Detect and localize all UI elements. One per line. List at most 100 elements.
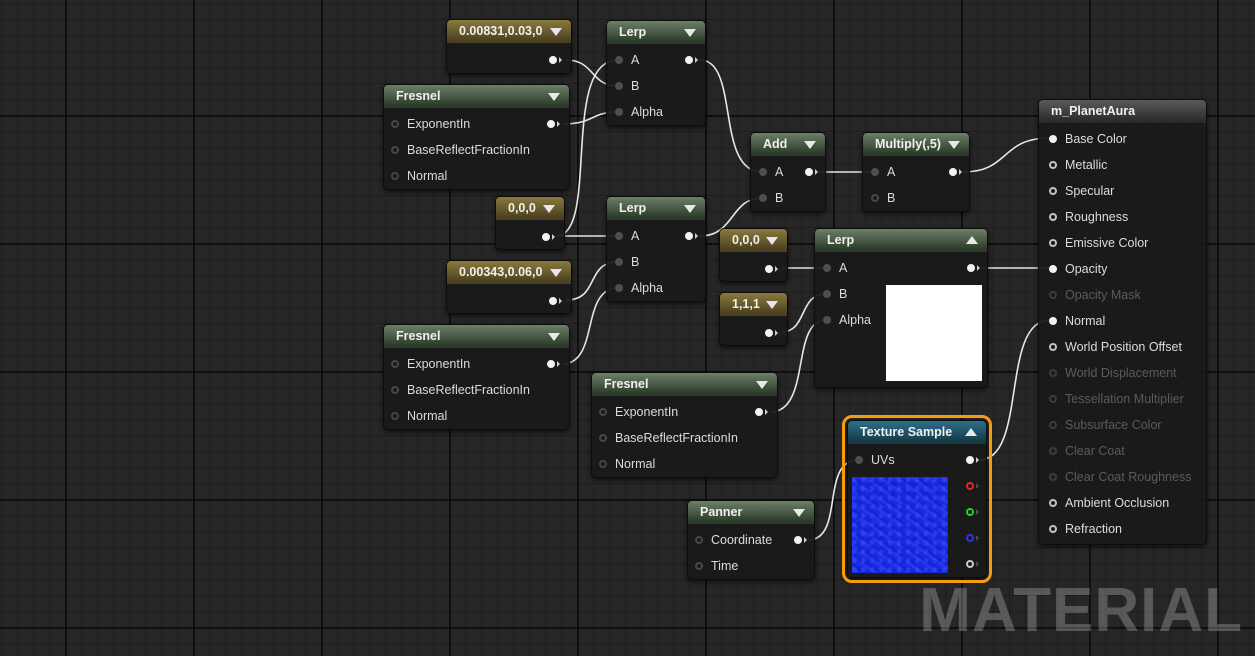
input-pin[interactable] <box>759 193 767 202</box>
collapse-arrow-icon[interactable] <box>766 301 778 309</box>
add-node[interactable]: Add A B <box>750 132 826 212</box>
input-pin[interactable] <box>615 257 623 266</box>
input-pin[interactable] <box>1049 264 1057 273</box>
input-b[interactable]: B <box>615 78 639 94</box>
input-basereflectfractionin[interactable]: BaseReflectFractionIn <box>599 430 738 446</box>
collapse-arrow-icon[interactable] <box>550 28 562 36</box>
input-b[interactable]: B <box>615 254 639 270</box>
material-input-normal[interactable]: Normal <box>1049 313 1105 329</box>
output-pin[interactable] <box>549 52 562 68</box>
output-pin[interactable] <box>794 532 807 548</box>
material-input-refraction[interactable]: Refraction <box>1049 521 1122 537</box>
output-pin[interactable] <box>949 164 962 180</box>
material-input-ambient-occlusion[interactable]: Ambient Occlusion <box>1049 495 1169 511</box>
fresnel-node[interactable]: Fresnel ExponentIn BaseReflectFractionIn… <box>383 324 570 430</box>
input-pin[interactable] <box>391 385 399 394</box>
material-input-roughness[interactable]: Roughness <box>1049 209 1128 225</box>
fresnel-node[interactable]: Fresnel ExponentIn BaseReflectFractionIn… <box>591 372 778 478</box>
output-pin-a[interactable] <box>966 556 979 572</box>
constant-node-0-0-0[interactable]: 0,0,0 <box>719 228 788 282</box>
node-title[interactable]: Fresnel <box>384 85 569 108</box>
node-title[interactable]: Lerp <box>607 197 705 220</box>
node-title[interactable]: Add <box>751 133 825 156</box>
output-pin[interactable] <box>967 260 980 276</box>
texture-sample-node[interactable]: Texture Sample UVs <box>842 415 992 583</box>
material-input-base-color[interactable]: Base Color <box>1049 131 1127 147</box>
constant-node-1-1-1[interactable]: 1,1,1 <box>719 292 788 346</box>
input-b[interactable]: B <box>759 190 783 206</box>
input-pin[interactable] <box>695 535 703 544</box>
input-pin[interactable] <box>1049 134 1057 143</box>
input-pin[interactable] <box>615 231 623 240</box>
node-title[interactable]: Texture Sample <box>848 421 986 444</box>
material-result-node[interactable]: m_PlanetAura Base Color Metallic Specula… <box>1038 99 1207 545</box>
collapse-arrow-icon[interactable] <box>793 509 805 517</box>
input-a[interactable]: A <box>615 52 639 68</box>
collapse-arrow-icon[interactable] <box>684 205 696 213</box>
node-title[interactable]: Fresnel <box>592 373 777 396</box>
output-pin-r[interactable] <box>966 478 979 494</box>
input-exponentin[interactable]: ExponentIn <box>599 404 678 420</box>
constant-node-0-0-0[interactable]: 0,0,0 <box>495 196 565 250</box>
collapse-arrow-icon[interactable] <box>966 236 978 244</box>
input-pin[interactable] <box>615 55 623 64</box>
input-pin[interactable] <box>855 455 863 464</box>
collapse-arrow-icon[interactable] <box>548 333 560 341</box>
input-normal[interactable]: Normal <box>391 408 447 424</box>
input-a[interactable]: A <box>759 164 783 180</box>
material-input-specular[interactable]: Specular <box>1049 183 1114 199</box>
input-b[interactable]: B <box>871 190 895 206</box>
input-a[interactable]: A <box>823 260 847 276</box>
input-pin[interactable] <box>391 145 399 154</box>
input-pin[interactable] <box>823 289 831 298</box>
input-pin[interactable] <box>1049 316 1057 325</box>
node-title[interactable]: 0.00343,0.06,0 <box>447 261 571 284</box>
output-pin-g[interactable] <box>966 504 979 520</box>
material-input-world-position-offset[interactable]: World Position Offset <box>1049 339 1182 355</box>
output-pin-b[interactable] <box>966 530 979 546</box>
output-pin[interactable] <box>765 261 778 277</box>
node-title[interactable]: Lerp <box>815 229 987 252</box>
material-input-metallic[interactable]: Metallic <box>1049 157 1107 173</box>
node-title[interactable]: Fresnel <box>384 325 569 348</box>
input-pin[interactable] <box>1049 186 1057 195</box>
output-pin[interactable] <box>765 325 778 341</box>
input-normal[interactable]: Normal <box>599 456 655 472</box>
output-pin[interactable] <box>805 164 818 180</box>
input-pin[interactable] <box>615 81 623 90</box>
input-a[interactable]: A <box>871 164 895 180</box>
input-pin[interactable] <box>1049 238 1057 247</box>
input-basereflectfractionin[interactable]: BaseReflectFractionIn <box>391 382 530 398</box>
input-pin[interactable] <box>1049 524 1057 533</box>
input-pin[interactable] <box>871 193 879 202</box>
collapse-arrow-icon[interactable] <box>550 269 562 277</box>
input-alpha[interactable]: Alpha <box>615 280 663 296</box>
input-pin[interactable] <box>615 283 623 292</box>
input-exponentin[interactable]: ExponentIn <box>391 116 470 132</box>
output-pin[interactable] <box>542 229 555 245</box>
collapse-arrow-icon[interactable] <box>766 237 778 245</box>
fresnel-node[interactable]: Fresnel ExponentIn BaseReflectFractionIn… <box>383 84 570 190</box>
input-alpha[interactable]: Alpha <box>615 104 663 120</box>
collapse-arrow-icon[interactable] <box>965 428 977 436</box>
output-pin[interactable] <box>549 293 562 309</box>
input-pin[interactable] <box>695 561 703 570</box>
input-basereflectfractionin[interactable]: BaseReflectFractionIn <box>391 142 530 158</box>
node-title[interactable]: Lerp <box>607 21 705 44</box>
input-pin[interactable] <box>599 459 607 468</box>
output-pin[interactable] <box>685 52 698 68</box>
node-title[interactable]: 0,0,0 <box>496 197 564 220</box>
input-pin[interactable] <box>823 315 831 324</box>
input-pin[interactable] <box>1049 498 1057 507</box>
input-pin[interactable] <box>391 119 399 128</box>
input-pin[interactable] <box>823 263 831 272</box>
constant-node-0.00343[interactable]: 0.00343,0.06,0 <box>446 260 572 314</box>
input-pin[interactable] <box>599 433 607 442</box>
output-pin[interactable] <box>547 116 560 132</box>
input-pin[interactable] <box>391 411 399 420</box>
output-pin-rgb[interactable] <box>966 452 979 468</box>
multiply-node[interactable]: Multiply(,5) A B <box>862 132 970 212</box>
input-b[interactable]: B <box>823 286 847 302</box>
material-input-emissive-color[interactable]: Emissive Color <box>1049 235 1148 251</box>
input-pin[interactable] <box>1049 342 1057 351</box>
